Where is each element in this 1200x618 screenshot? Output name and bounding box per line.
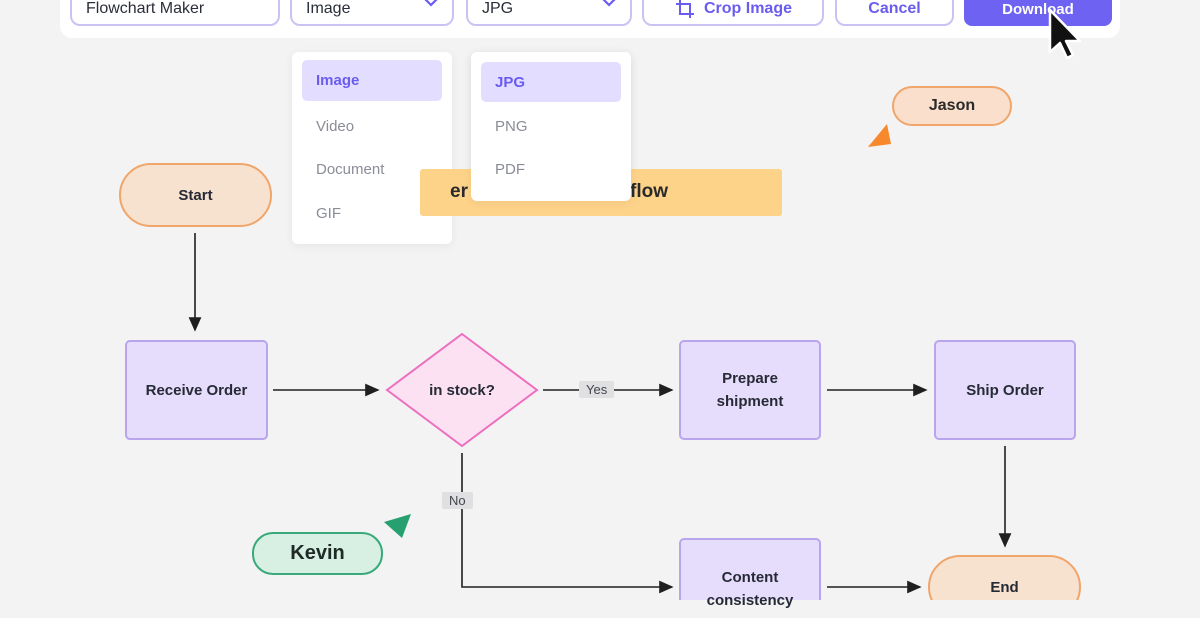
- start-label: Start: [178, 186, 213, 204]
- chevron-down-icon: [424, 0, 438, 7]
- cancel-label: Cancel: [868, 0, 921, 17]
- crop-image-label: Crop Image: [703, 0, 792, 17]
- menu-item-label: Image: [316, 72, 360, 89]
- end-label: End: [990, 578, 1019, 596]
- banner-text-left: er: [450, 181, 468, 202]
- download-button[interactable]: Download: [964, 0, 1112, 26]
- menu-item-gif[interactable]: GIF: [302, 193, 442, 233]
- in-stock-label: in stock?: [429, 381, 495, 399]
- menu-item-label: Document: [316, 160, 385, 178]
- start-node[interactable]: [119, 163, 272, 227]
- file-name-input[interactable]: Flowchart Maker: [70, 0, 280, 26]
- chevron-down-icon: [602, 0, 616, 7]
- content-line2-label: consistency: [706, 591, 794, 609]
- kevin-name: Kevin: [290, 542, 345, 564]
- end-node[interactable]: [928, 555, 1081, 600]
- crop-icon: [675, 0, 694, 18]
- export-format-value: JPG: [482, 0, 514, 17]
- jason-name: Jason: [928, 97, 976, 114]
- receive-order-node[interactable]: [125, 340, 268, 440]
- menu-item-png[interactable]: PNG: [481, 106, 621, 146]
- menu-item-label: PNG: [495, 117, 528, 135]
- banner-text-right: flow: [630, 181, 668, 202]
- prepare-shipment-node[interactable]: [679, 340, 821, 440]
- menu-item-image[interactable]: Image: [302, 60, 442, 101]
- file-name-value: Flowchart Maker: [86, 0, 205, 17]
- connector-no: [461, 453, 674, 594]
- ship-order-node[interactable]: [934, 340, 1076, 440]
- jason-cursor-icon: [868, 124, 891, 147]
- export-type-select[interactable]: Image: [290, 0, 454, 26]
- crop-image-button[interactable]: Crop Image: [642, 0, 824, 26]
- kevin-cursor-icon: [384, 514, 411, 538]
- flowchart-canvas: [119, 8, 1082, 600]
- content-line1-label: Content: [721, 568, 779, 586]
- content-consistency-node[interactable]: [679, 538, 821, 600]
- menu-item-jpg[interactable]: JPG: [481, 62, 621, 102]
- menu-item-pdf[interactable]: PDF: [481, 149, 621, 189]
- kevin-name-pill: [252, 532, 383, 575]
- menu-item-label: GIF: [316, 204, 341, 222]
- export-type-value: Image: [306, 0, 351, 17]
- no-tag: No: [442, 492, 473, 509]
- menu-item-video[interactable]: Video: [302, 106, 442, 146]
- mouse-pointer-icon: [1048, 8, 1082, 60]
- export-format-select[interactable]: JPG: [466, 0, 632, 26]
- menu-item-document[interactable]: Document: [302, 149, 442, 189]
- menu-item-label: JPG: [495, 73, 526, 91]
- prepare-shipment-label: Prepare shipment: [680, 341, 820, 439]
- download-label: Download: [1002, 0, 1074, 18]
- menu-item-label: PDF: [495, 160, 525, 178]
- in-stock-decision-node[interactable]: [385, 332, 539, 448]
- ship-order-label: Ship Order: [966, 381, 1044, 399]
- jason-name-pill: [892, 86, 1012, 126]
- receive-order-label: Receive Order: [145, 381, 248, 399]
- menu-item-label: Video: [316, 117, 355, 135]
- export-format-menu-overlay: JPG PNG PDF: [471, 52, 631, 201]
- cancel-button[interactable]: Cancel: [835, 0, 954, 26]
- prepare-shipment-line2: shipment: [716, 393, 784, 410]
- prepare-shipment-line1: Prepare: [722, 370, 778, 387]
- yes-tag: Yes: [579, 381, 615, 398]
